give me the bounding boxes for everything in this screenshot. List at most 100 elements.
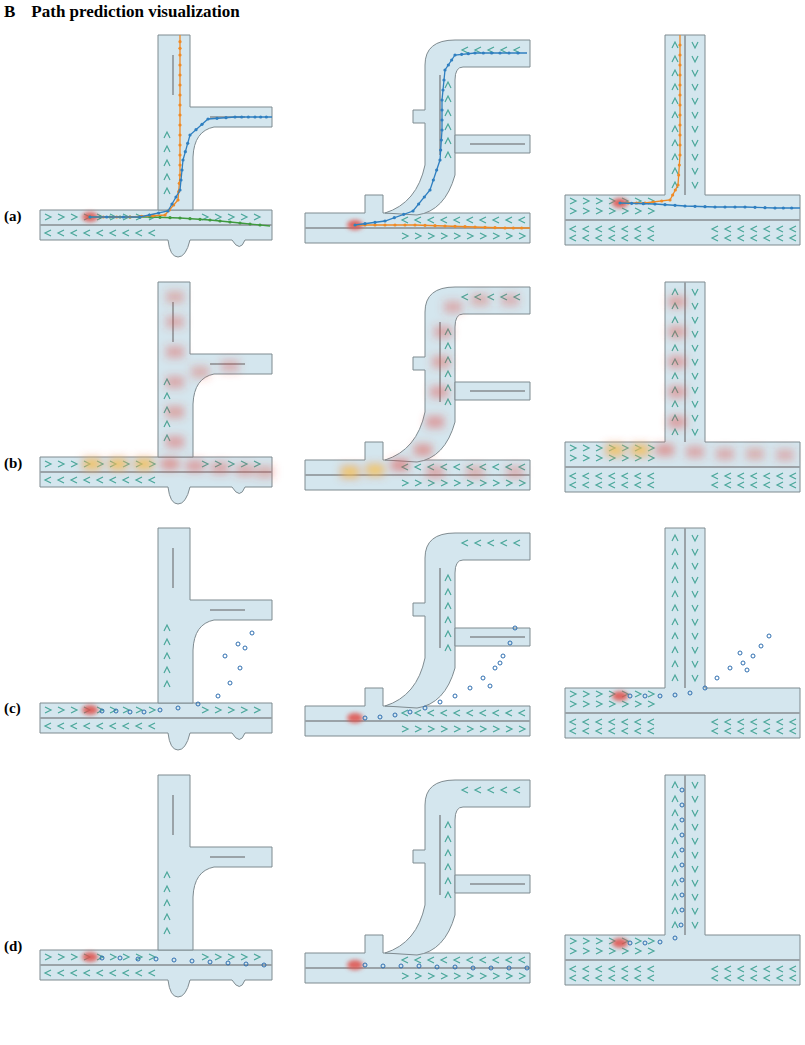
predicted-point [471,966,475,970]
trajectory-dot [703,205,706,208]
trajectory-dot [88,215,91,218]
trajectory-dot [653,202,656,205]
lane-chevron [596,455,602,461]
lane-chevron [428,973,434,979]
lane-chevron [570,445,576,451]
lane-chevron [164,886,170,892]
trajectory-dot [265,115,268,118]
trajectory-dot [440,128,443,131]
lane-chevron [570,198,576,204]
lane-chevron [415,726,421,732]
trajectory-dot [678,53,681,56]
trajectory-dot [178,47,181,50]
lane-chevron [164,872,170,878]
lane-chevron [415,217,421,223]
lane-chevron [428,957,434,963]
trajectory-dot [88,215,91,218]
row-label: (b) [4,455,22,472]
predicted-point [738,651,742,655]
heatmap-cell [166,436,184,448]
lane-chevron [462,540,468,546]
lane-chevron [202,707,208,713]
lane-chevron [622,975,628,981]
lane-chevron [712,473,718,479]
lane-chevron [467,233,473,239]
trajectory-dot [188,217,191,220]
lane-chevron [164,421,170,427]
heatmap-cell [434,326,452,338]
trajectory-line [620,35,680,203]
trajectory-dot [166,209,169,212]
lane-chevron [519,710,525,716]
lane-chevron [570,975,576,981]
predicted-point [680,908,684,912]
lane-chevron [149,723,155,729]
lane-chevron [622,966,628,972]
lane-divider [470,636,525,638]
section-heading: BPath prediction visualization [4,2,240,22]
lane-chevron [45,214,51,220]
lane-chevron [583,226,589,232]
trajectory-dot [490,51,493,54]
lane-chevron [672,647,678,653]
lane-chevron [110,477,116,483]
heatmap-cell [166,376,184,388]
heatmap-cell [432,356,450,368]
trajectory-dot [174,195,177,198]
heatmap-peak [343,469,357,475]
trajectory-dot [138,215,141,218]
heatmap-cell [631,444,649,456]
lane-chevron [71,954,77,960]
lane-chevron [58,461,64,467]
lane-chevron [519,217,525,223]
lane-chevron [635,975,641,981]
trajectory-dot [178,83,181,86]
trajectory-dot [482,51,485,54]
lane-chevron [570,473,576,479]
lane-chevron [692,782,698,788]
map-panel [565,35,800,245]
lane-chevron [648,728,654,734]
lane-chevron [241,954,247,960]
lane-chevron [428,726,434,732]
lane-chevron [648,208,654,214]
trajectory-dot [439,148,442,151]
lane-chevron [45,723,51,729]
lane-divider [470,143,525,145]
lane-chevron [570,482,576,488]
lane-chevron [672,810,678,816]
lane-chevron [493,464,499,470]
lane-chevron [672,633,678,639]
lane-chevron [672,880,678,886]
lane-chevron [164,914,170,920]
predicted-point [673,693,677,697]
predicted-point [680,818,684,822]
lane-chevron [692,619,698,625]
lane-chevron [672,661,678,667]
lane-chevron [692,908,698,914]
lane-chevron [480,726,486,732]
trajectory-dot [157,211,160,214]
lane-chevron [764,226,770,232]
lane-chevron [415,957,421,963]
lane-chevron [84,230,90,236]
trajectory-dot [176,198,179,201]
heatmap-cell [656,444,674,456]
lane-chevron [506,217,512,223]
lane-chevron [110,954,116,960]
map-panel [305,780,530,983]
lane-chevron [454,726,460,732]
lane-chevron [692,317,698,323]
trajectory-dot [259,115,262,118]
predicted-point [759,644,763,648]
lane-chevron [583,691,589,697]
lane-chevron [738,719,744,725]
trajectory-dot [763,206,766,209]
trajectory-dot [493,226,496,229]
lane-chevron [454,957,460,963]
trajectory-dot [148,213,151,216]
trajectory-dot [105,215,108,218]
lane-chevron [58,477,64,483]
trajectory-dot [184,150,187,153]
lane-chevron [692,605,698,611]
